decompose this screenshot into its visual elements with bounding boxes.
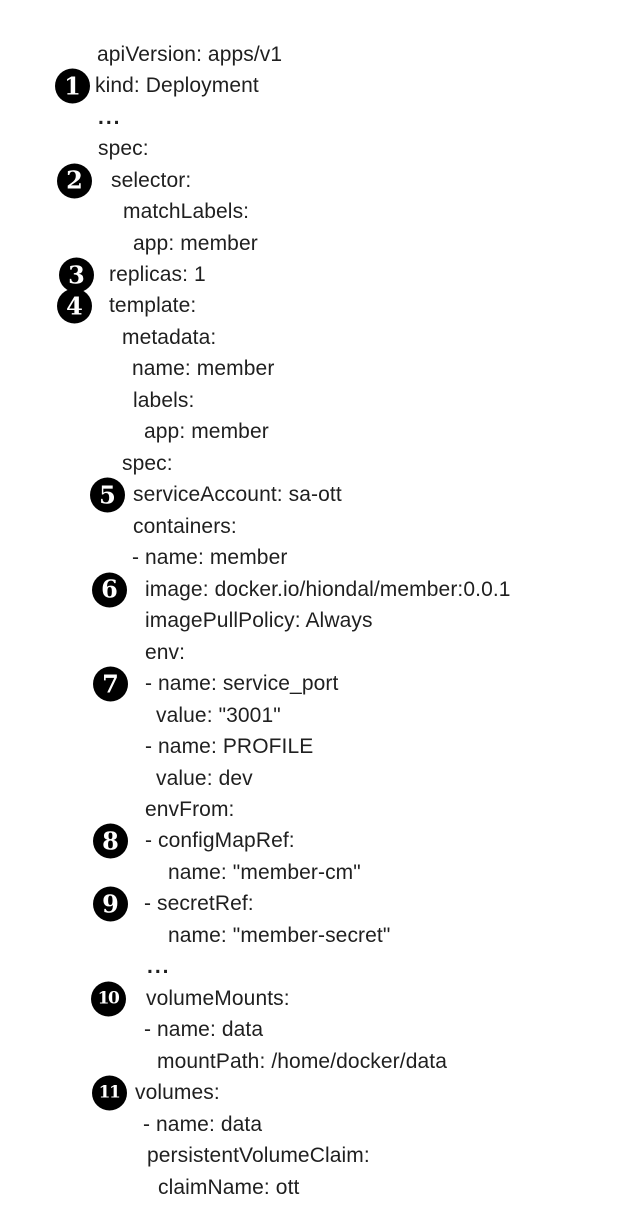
yaml-line: matchLabels:	[0, 196, 642, 227]
yaml-line: 10 volumeMounts:	[0, 981, 642, 1017]
yaml-line: 4 template:	[0, 288, 642, 324]
yaml-line-text: persistentVolumeClaim:	[147, 1144, 370, 1168]
yaml-line: 6 image: docker.io/hiondal/member:0.0.1	[0, 572, 642, 608]
yaml-line-text: app: member	[133, 231, 258, 255]
yaml-line: - name: data	[0, 1109, 642, 1140]
step-badge-10: 10	[91, 981, 126, 1017]
yaml-line: name: member	[0, 354, 642, 385]
yaml-line-text: matchLabels:	[123, 200, 250, 224]
yaml-line: 8 - configMapRef:	[0, 823, 642, 859]
yaml-line-text: ...	[98, 105, 122, 129]
yaml-line-text: - name: member	[132, 546, 288, 570]
yaml-line-text: volumes:	[135, 1081, 220, 1105]
yaml-line-text: claimName: ott	[158, 1175, 300, 1199]
yaml-line-text: - name: service_port	[145, 672, 339, 696]
yaml-line: spec:	[0, 133, 642, 164]
step-badge-8: 8	[93, 823, 128, 859]
yaml-line-text: app: member	[144, 420, 269, 444]
yaml-line: 3 replicas: 1	[0, 257, 642, 293]
step-badge-5: 5	[90, 477, 125, 513]
yaml-line: 2 selector:	[0, 163, 642, 199]
step-badge-2: 2	[57, 163, 92, 199]
yaml-line-text: labels:	[133, 388, 195, 412]
yaml-line: 1 kind: Deployment	[0, 68, 642, 104]
yaml-line-text: - name: PROFILE	[145, 735, 314, 759]
step-badge-9: 9	[93, 886, 128, 922]
yaml-line-text: selector:	[111, 168, 192, 192]
yaml-line: app: member	[0, 417, 642, 448]
yaml-line-text: containers:	[133, 514, 237, 538]
yaml-line-text: - name: data	[144, 1018, 264, 1042]
yaml-line-text: name: member	[132, 357, 275, 381]
yaml-line-text: apiVersion: apps/v1	[97, 42, 283, 66]
yaml-line-text: serviceAccount: sa-ott	[133, 483, 342, 507]
step-badge-4: 4	[57, 288, 92, 324]
yaml-line-text: imagePullPolicy: Always	[145, 609, 373, 633]
yaml-line-text: spec:	[98, 137, 149, 161]
yaml-line: - name: PROFILE	[0, 731, 642, 762]
yaml-line-text: - secretRef:	[144, 892, 254, 916]
yaml-line: value: dev	[0, 763, 642, 794]
yaml-line: mountPath: /home/docker/data	[0, 1046, 642, 1077]
yaml-line: 11 volumes:	[0, 1075, 642, 1111]
yaml-line-text: value: "3001"	[156, 703, 281, 727]
yaml-line: - name: data	[0, 1015, 642, 1046]
step-badge-3: 3	[59, 257, 94, 293]
yaml-line: app: member	[0, 228, 642, 259]
yaml-line: env:	[0, 637, 642, 668]
yaml-line: persistentVolumeClaim:	[0, 1140, 642, 1171]
yaml-line-text: - configMapRef:	[145, 829, 295, 853]
step-badge-6: 6	[92, 572, 127, 608]
yaml-line: metadata:	[0, 322, 642, 353]
yaml-line-text: image: docker.io/hiondal/member:0.0.1	[145, 577, 511, 601]
step-badge-11: 11	[92, 1075, 127, 1111]
step-badge-7: 7	[93, 666, 128, 702]
yaml-line-text: metadata:	[122, 325, 217, 349]
yaml-line: containers:	[0, 511, 642, 542]
yaml-line-text: kind: Deployment	[95, 74, 259, 98]
yaml-line-text: value: dev	[156, 766, 253, 790]
kubernetes-deployment-yaml: apiVersion: apps/v1 1 kind: Deployment .…	[0, 39, 642, 1203]
yaml-line: 9 - secretRef:	[0, 886, 642, 922]
yaml-line: name: "member-cm"	[0, 857, 642, 888]
yaml-line-text: mountPath: /home/docker/data	[157, 1049, 447, 1073]
yaml-line: envFrom:	[0, 794, 642, 825]
yaml-line-text: replicas: 1	[109, 263, 206, 287]
yaml-line: imagePullPolicy: Always	[0, 605, 642, 636]
yaml-line: labels:	[0, 385, 642, 416]
yaml-line: apiVersion: apps/v1	[0, 39, 642, 70]
yaml-line: 5 serviceAccount: sa-ott	[0, 477, 642, 513]
step-badge-1: 1	[55, 68, 90, 104]
yaml-line: ...	[0, 102, 642, 133]
yaml-line-text: spec:	[122, 451, 173, 475]
yaml-line: 7 - name: service_port	[0, 666, 642, 702]
yaml-line-text: name: "member-cm"	[168, 860, 361, 884]
yaml-line: spec:	[0, 448, 642, 479]
yaml-line-text: template:	[109, 294, 197, 318]
yaml-line: claimName: ott	[0, 1172, 642, 1203]
yaml-line-text: volumeMounts:	[146, 986, 290, 1010]
yaml-line: ...	[0, 952, 642, 983]
yaml-line-text: env:	[145, 640, 186, 664]
yaml-line-text: name: "member-secret"	[168, 923, 391, 947]
yaml-line: name: "member-secret"	[0, 920, 642, 951]
yaml-line: - name: member	[0, 543, 642, 574]
yaml-line-text: ...	[147, 955, 171, 979]
yaml-line-text: envFrom:	[145, 797, 235, 821]
yaml-line: value: "3001"	[0, 700, 642, 731]
yaml-line-text: - name: data	[143, 1112, 263, 1136]
